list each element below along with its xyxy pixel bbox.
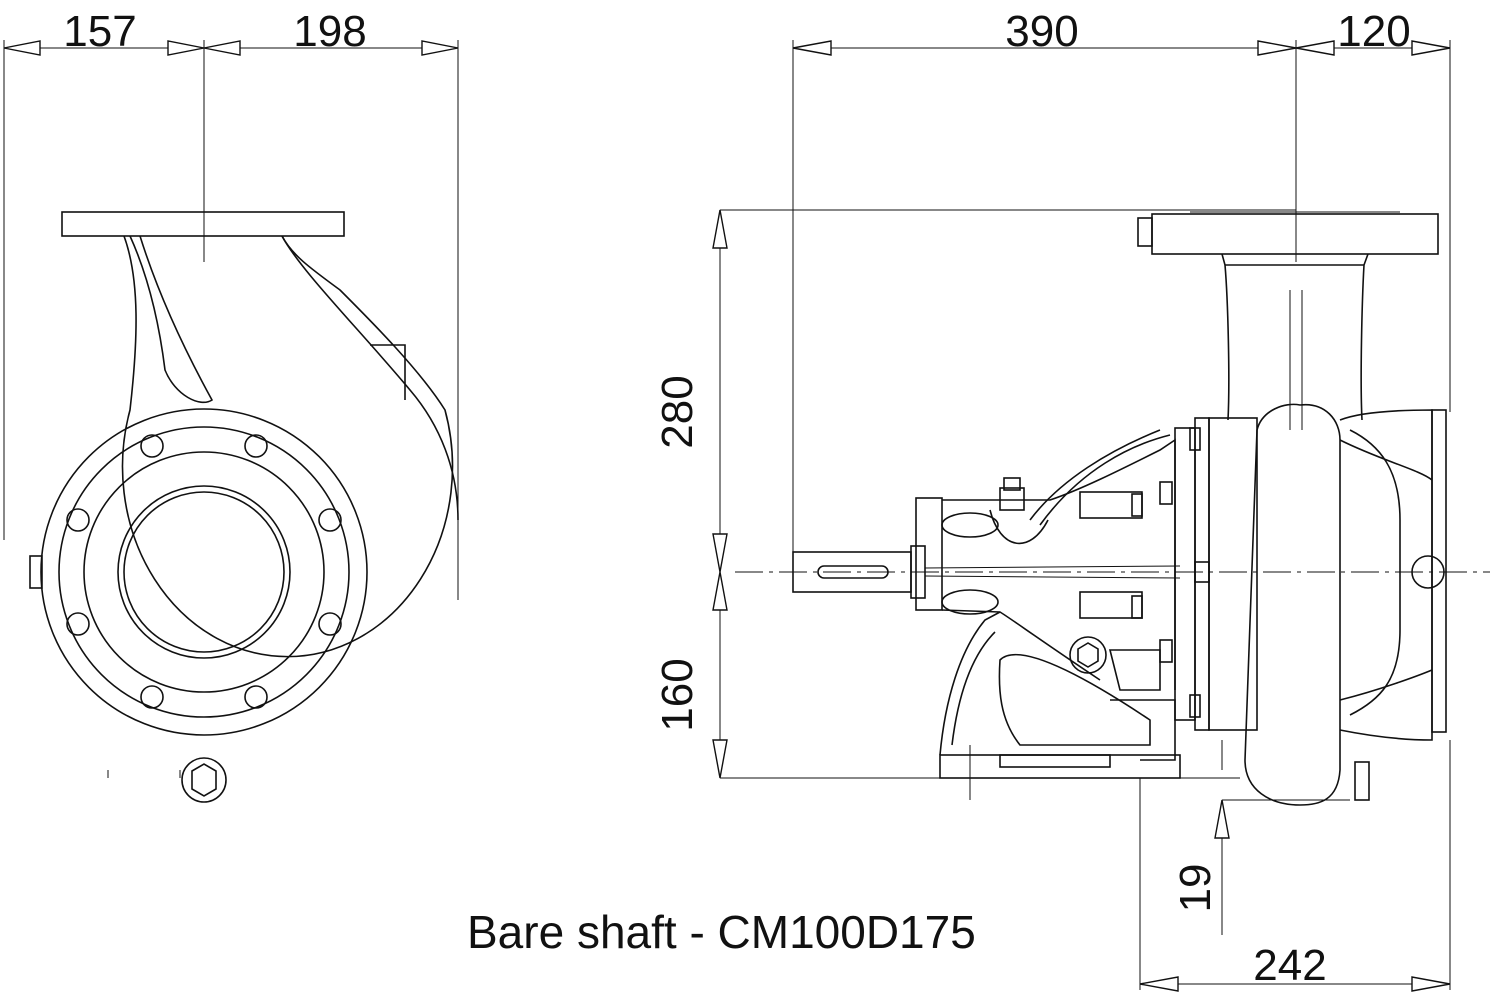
- suction-flange-outer: [40, 408, 368, 736]
- casing-cover: [1131, 417, 1258, 731]
- shaft: [792, 545, 1181, 599]
- drawing-caption: Bare shaft - CM100D175: [467, 906, 976, 958]
- suction-bore-outer: [117, 485, 291, 659]
- dim-280-label: 280: [653, 375, 702, 448]
- dim-side-height: 280 160: [653, 209, 1296, 779]
- dim-242-label: 242: [1253, 941, 1326, 990]
- discharge-flange: [61, 211, 345, 237]
- dim-side-width: 390 120: [792, 7, 1451, 560]
- dim-front-width: 157 198: [3, 7, 459, 600]
- bracket-bolt: [1069, 636, 1107, 674]
- dim-390-label: 390: [1005, 7, 1078, 56]
- suction-flange-rim: [58, 426, 350, 718]
- side-view: 390 120 280 160: [653, 7, 1490, 992]
- suction-bore: [123, 491, 285, 653]
- drain-plug: [181, 757, 227, 803]
- dim-base-length: 242: [1139, 740, 1451, 992]
- volute-casing: [121, 235, 454, 658]
- suction-raised-face: [83, 451, 325, 693]
- side-volute: [1221, 403, 1447, 806]
- dim-foot-offset: 19: [1171, 799, 1350, 935]
- flange-bolt-holes: [66, 434, 342, 709]
- dim-198-label: 198: [293, 7, 366, 56]
- side-discharge-flange: [1151, 213, 1439, 255]
- dim-19-label: 19: [1171, 864, 1220, 913]
- suction-side-plug: [1411, 555, 1445, 589]
- front-view: 157 198: [3, 7, 459, 803]
- support-bracket: [939, 611, 1181, 800]
- side-discharge: [1137, 200, 1439, 430]
- side-plug: [29, 555, 43, 589]
- dim-160-label: 160: [653, 658, 702, 731]
- dim-120-label: 120: [1337, 7, 1410, 56]
- side-suction-flange: [1431, 409, 1447, 733]
- bearing-housing: [915, 429, 1176, 690]
- dim-157-label: 157: [63, 7, 136, 56]
